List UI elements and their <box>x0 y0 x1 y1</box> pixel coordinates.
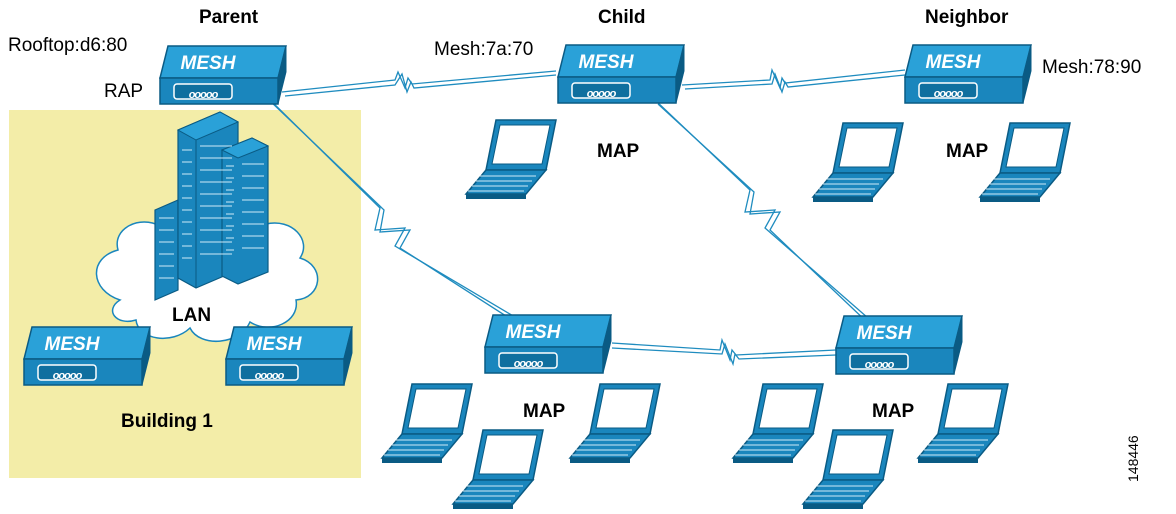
mesh-brand-label: MESH <box>247 334 303 355</box>
label-neighbor: Neighbor <box>925 7 1009 28</box>
mesh-device-bottom-right: MESH ooooo <box>835 315 963 375</box>
label-map-child: MAP <box>597 141 640 162</box>
port-indicator: ooooo <box>934 88 964 100</box>
label-map-bottom-mid: MAP <box>523 401 566 422</box>
port-indicator: ooooo <box>865 359 895 371</box>
mesh-device-parent: MESH ooooo <box>159 45 287 105</box>
label-child: Child <box>598 7 646 28</box>
mesh-device-building-right: MESH ooooo <box>225 326 353 386</box>
label-mesh-child: Mesh:7a:70 <box>434 39 533 60</box>
figure-id: 148446 <box>1125 435 1141 482</box>
laptop-icon <box>979 122 1071 203</box>
label-lan: LAN <box>172 305 211 326</box>
mesh-brand-label: MESH <box>506 322 562 343</box>
label-map-bottom-right: MAP <box>872 401 915 422</box>
laptop-icon <box>917 383 1009 464</box>
label-parent: Parent <box>199 7 259 28</box>
link-child-bottomright <box>654 99 869 319</box>
label-rap: RAP <box>104 81 143 102</box>
mesh-brand-label: MESH <box>857 323 913 344</box>
laptop-icon <box>381 383 473 464</box>
laptop-icon <box>802 429 894 510</box>
wireless-links <box>264 67 906 367</box>
laptop-icon <box>812 122 904 203</box>
office-building-icon <box>154 111 270 301</box>
mesh-brand-label: MESH <box>926 52 982 73</box>
mesh-device-neighbor: MESH ooooo <box>904 44 1032 104</box>
laptop-icon <box>452 429 544 510</box>
link-parent-child <box>281 70 557 93</box>
mesh-device-bottom-mid: MESH ooooo <box>484 314 612 374</box>
mesh-device-child: MESH ooooo <box>557 44 685 104</box>
laptop-icon <box>732 383 824 464</box>
port-indicator: ooooo <box>255 370 285 382</box>
mesh-brand-label: MESH <box>579 52 635 73</box>
port-indicator: ooooo <box>53 370 83 382</box>
mesh-brand-label: MESH <box>45 334 101 355</box>
label-rooftop: Rooftop:d6:80 <box>8 35 127 56</box>
laptop-icon <box>569 383 661 464</box>
port-indicator: ooooo <box>514 358 544 370</box>
label-map-neighbor: MAP <box>946 141 989 162</box>
port-indicator: ooooo <box>587 88 617 100</box>
port-indicator: ooooo <box>189 89 219 101</box>
mesh-device-building-left: MESH ooooo <box>23 326 151 386</box>
laptop-icon <box>465 119 557 200</box>
label-mesh-neighbor: Mesh:78:90 <box>1042 57 1141 78</box>
mesh-brand-label: MESH <box>181 53 237 74</box>
label-building: Building 1 <box>121 411 213 432</box>
